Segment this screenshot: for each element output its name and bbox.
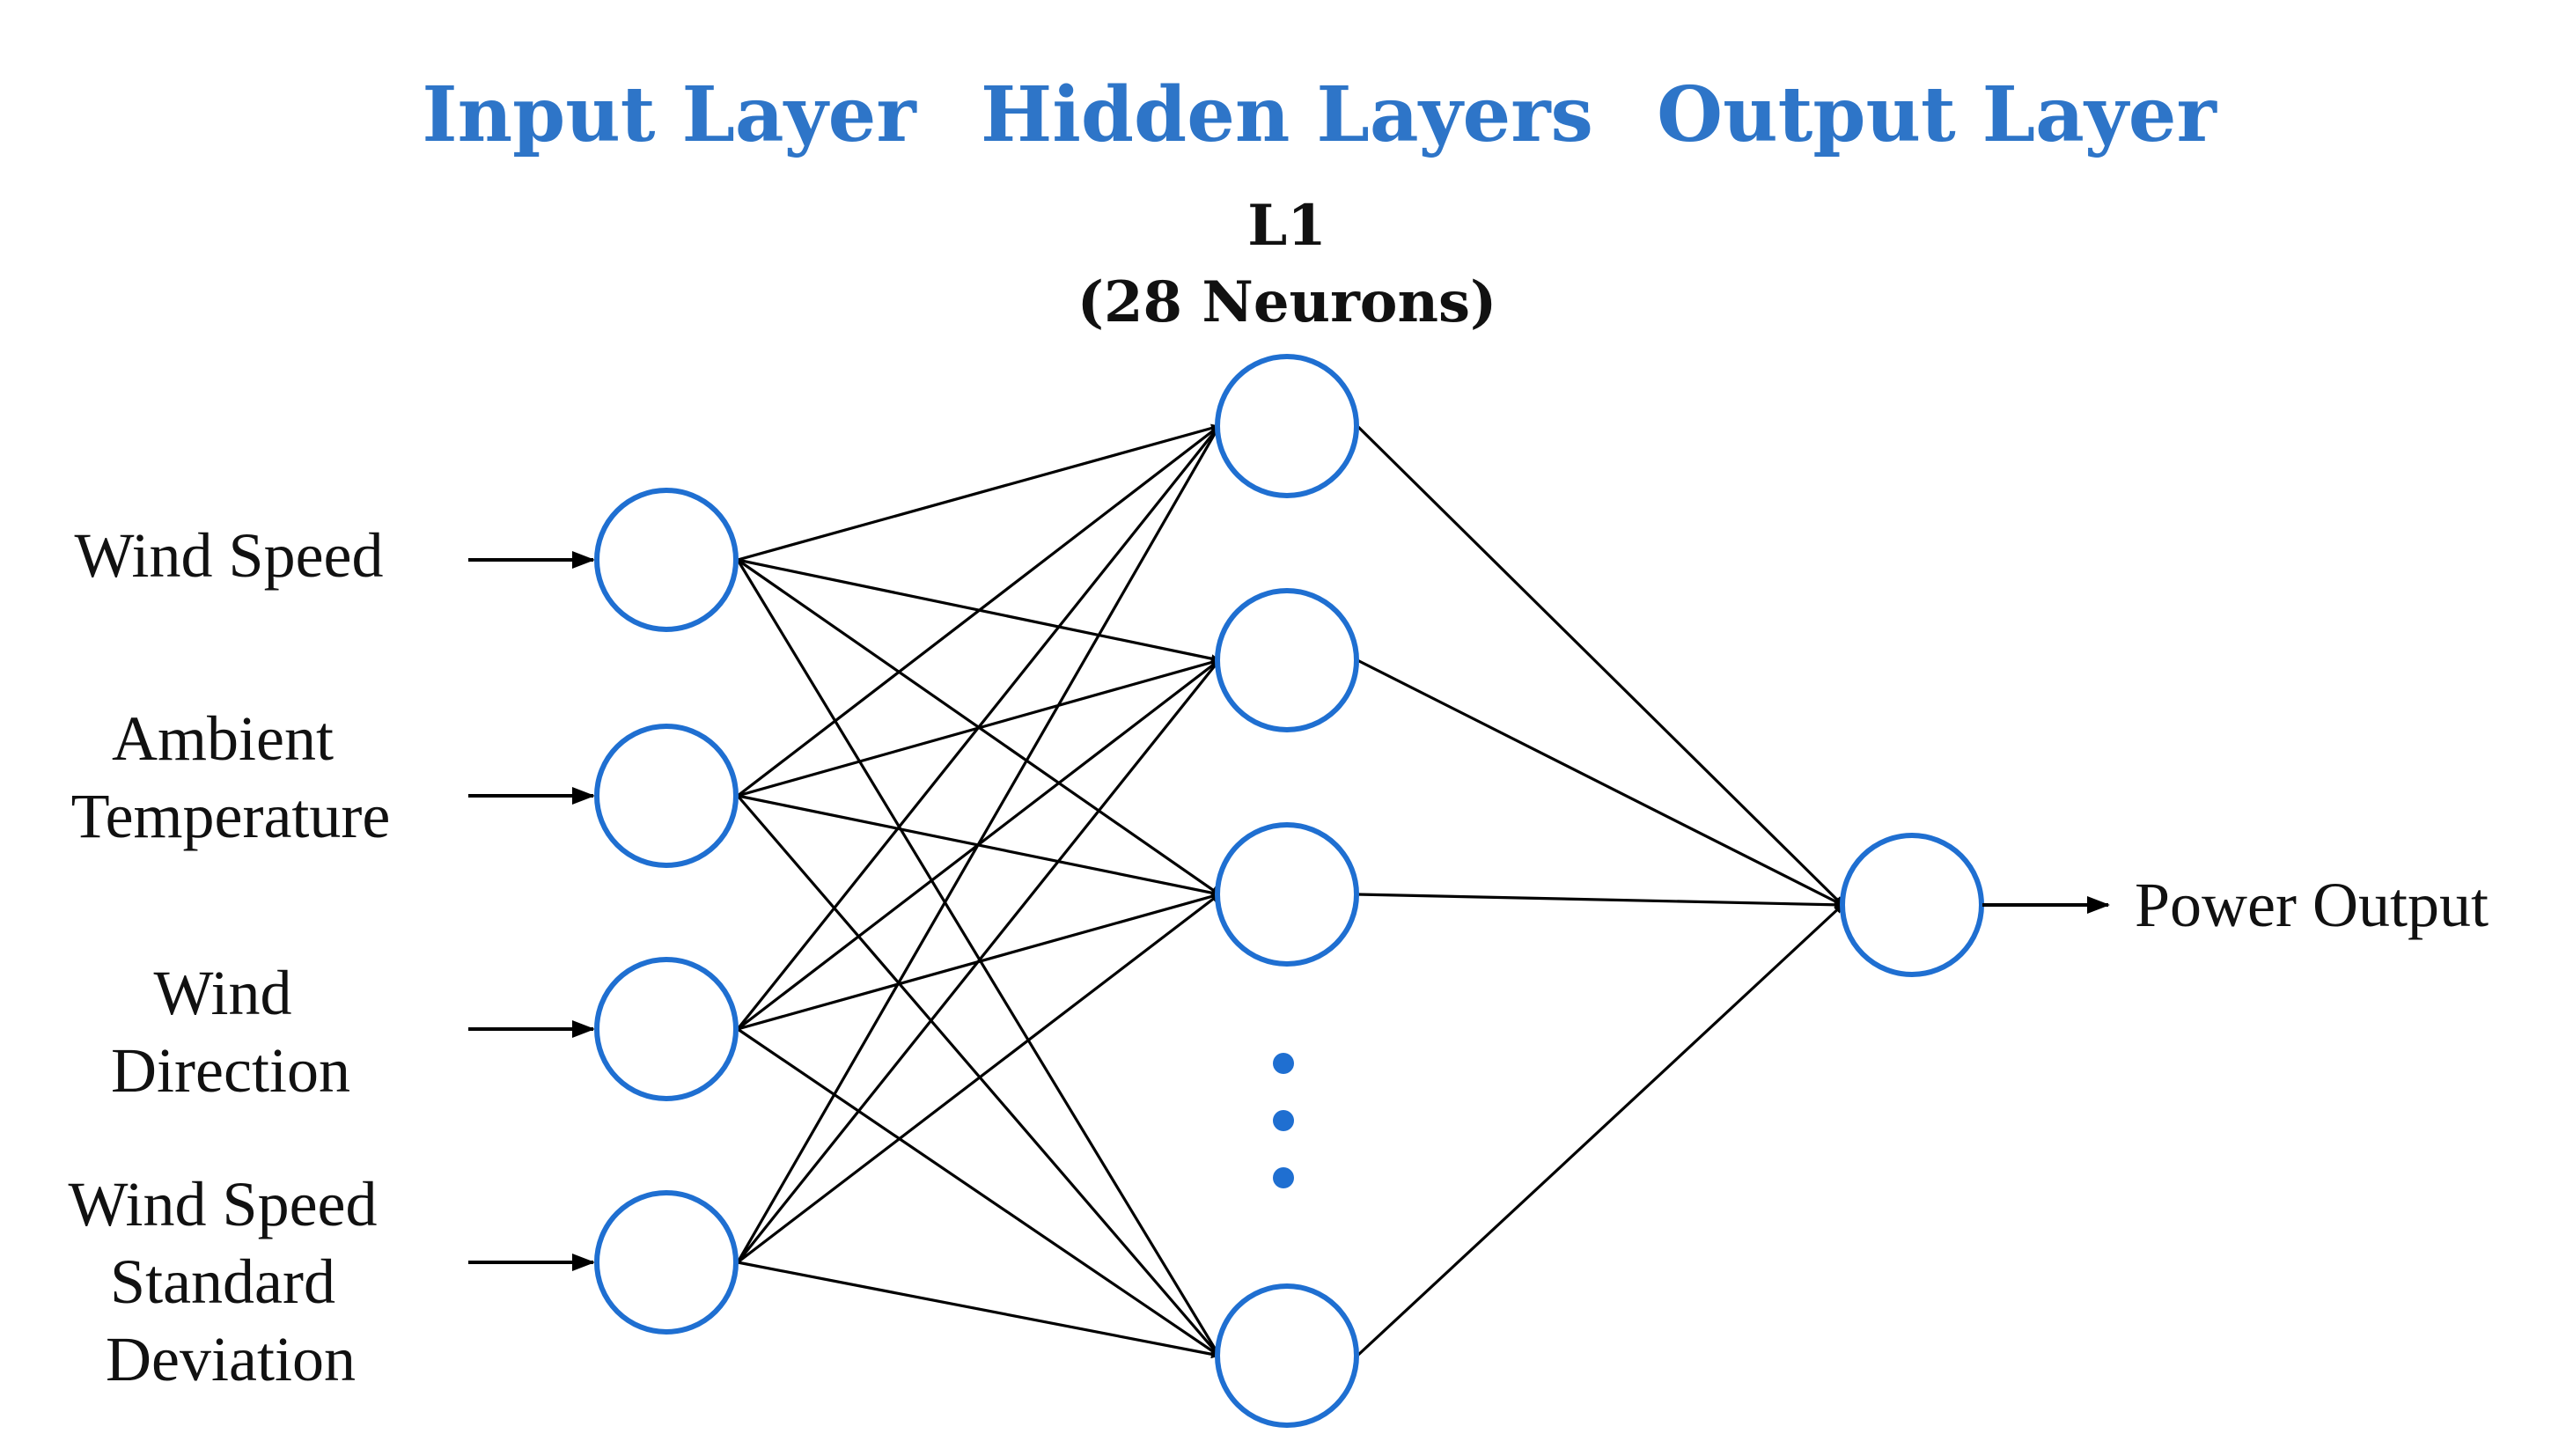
input-arrows: [468, 551, 595, 1271]
input-layer-title: Input Layer: [422, 70, 917, 159]
connections: [736, 423, 1844, 1359]
connection-input-1-hidden-1: [737, 423, 1220, 562]
input-label-wind-speed: Wind Speed: [74, 520, 383, 591]
connection-input-1-hidden-4: [736, 559, 1221, 1357]
connection-hidden-2-output: [1357, 658, 1843, 907]
input-neuron-3: [594, 957, 739, 1101]
connection-input-3-hidden-1: [736, 425, 1221, 1030]
input-neuron-2: [594, 724, 739, 868]
connection-input-4-hidden-4: [737, 1261, 1220, 1359]
ellipsis-dot: [1273, 1053, 1294, 1074]
hidden-neuron-2: [1215, 588, 1359, 732]
hidden-layer-name: L1: [1247, 193, 1327, 259]
connection-hidden-4-output: [1356, 903, 1844, 1357]
hidden-neuron-last: [1215, 1283, 1359, 1428]
ellipsis-dot: [1273, 1167, 1294, 1188]
connection-input-2-hidden-1: [737, 424, 1220, 798]
hidden-layer-neuron-count: (28 Neurons): [1077, 269, 1497, 335]
output-neuron: [1840, 833, 1984, 977]
ellipsis-dots: [1273, 1053, 1294, 1188]
hidden-neuron-1: [1215, 354, 1359, 498]
connection-input-4-hidden-1: [736, 425, 1221, 1263]
connection-hidden-3-output: [1357, 893, 1843, 909]
input-label-ambient-temperature: Ambient Temperature: [71, 703, 391, 851]
hidden-neuron-3: [1215, 822, 1359, 967]
input-neuron-4: [594, 1190, 739, 1335]
connection-hidden-1-output: [1356, 424, 1844, 907]
connection-input-4-hidden-2: [736, 659, 1221, 1263]
hidden-layer-neurons: [1215, 354, 1359, 1428]
hidden-layers-title: Hidden Layers: [981, 70, 1593, 159]
connection-input-2-hidden-4: [736, 794, 1221, 1357]
input-label-wind-direction: Wind Direction: [111, 958, 350, 1106]
input-neuron-1: [594, 488, 739, 632]
connection-input-4-hidden-3: [737, 893, 1220, 1264]
output-label: Power Output: [2135, 870, 2489, 940]
input-label-wind-speed-std-dev: Wind Speed Standard Deviation: [68, 1169, 393, 1394]
input-layer-neurons: [594, 488, 739, 1335]
output-layer-title: Output Layer: [1657, 70, 2217, 159]
ellipsis-dot: [1273, 1110, 1294, 1131]
connection-input-3-hidden-4: [737, 1027, 1220, 1357]
